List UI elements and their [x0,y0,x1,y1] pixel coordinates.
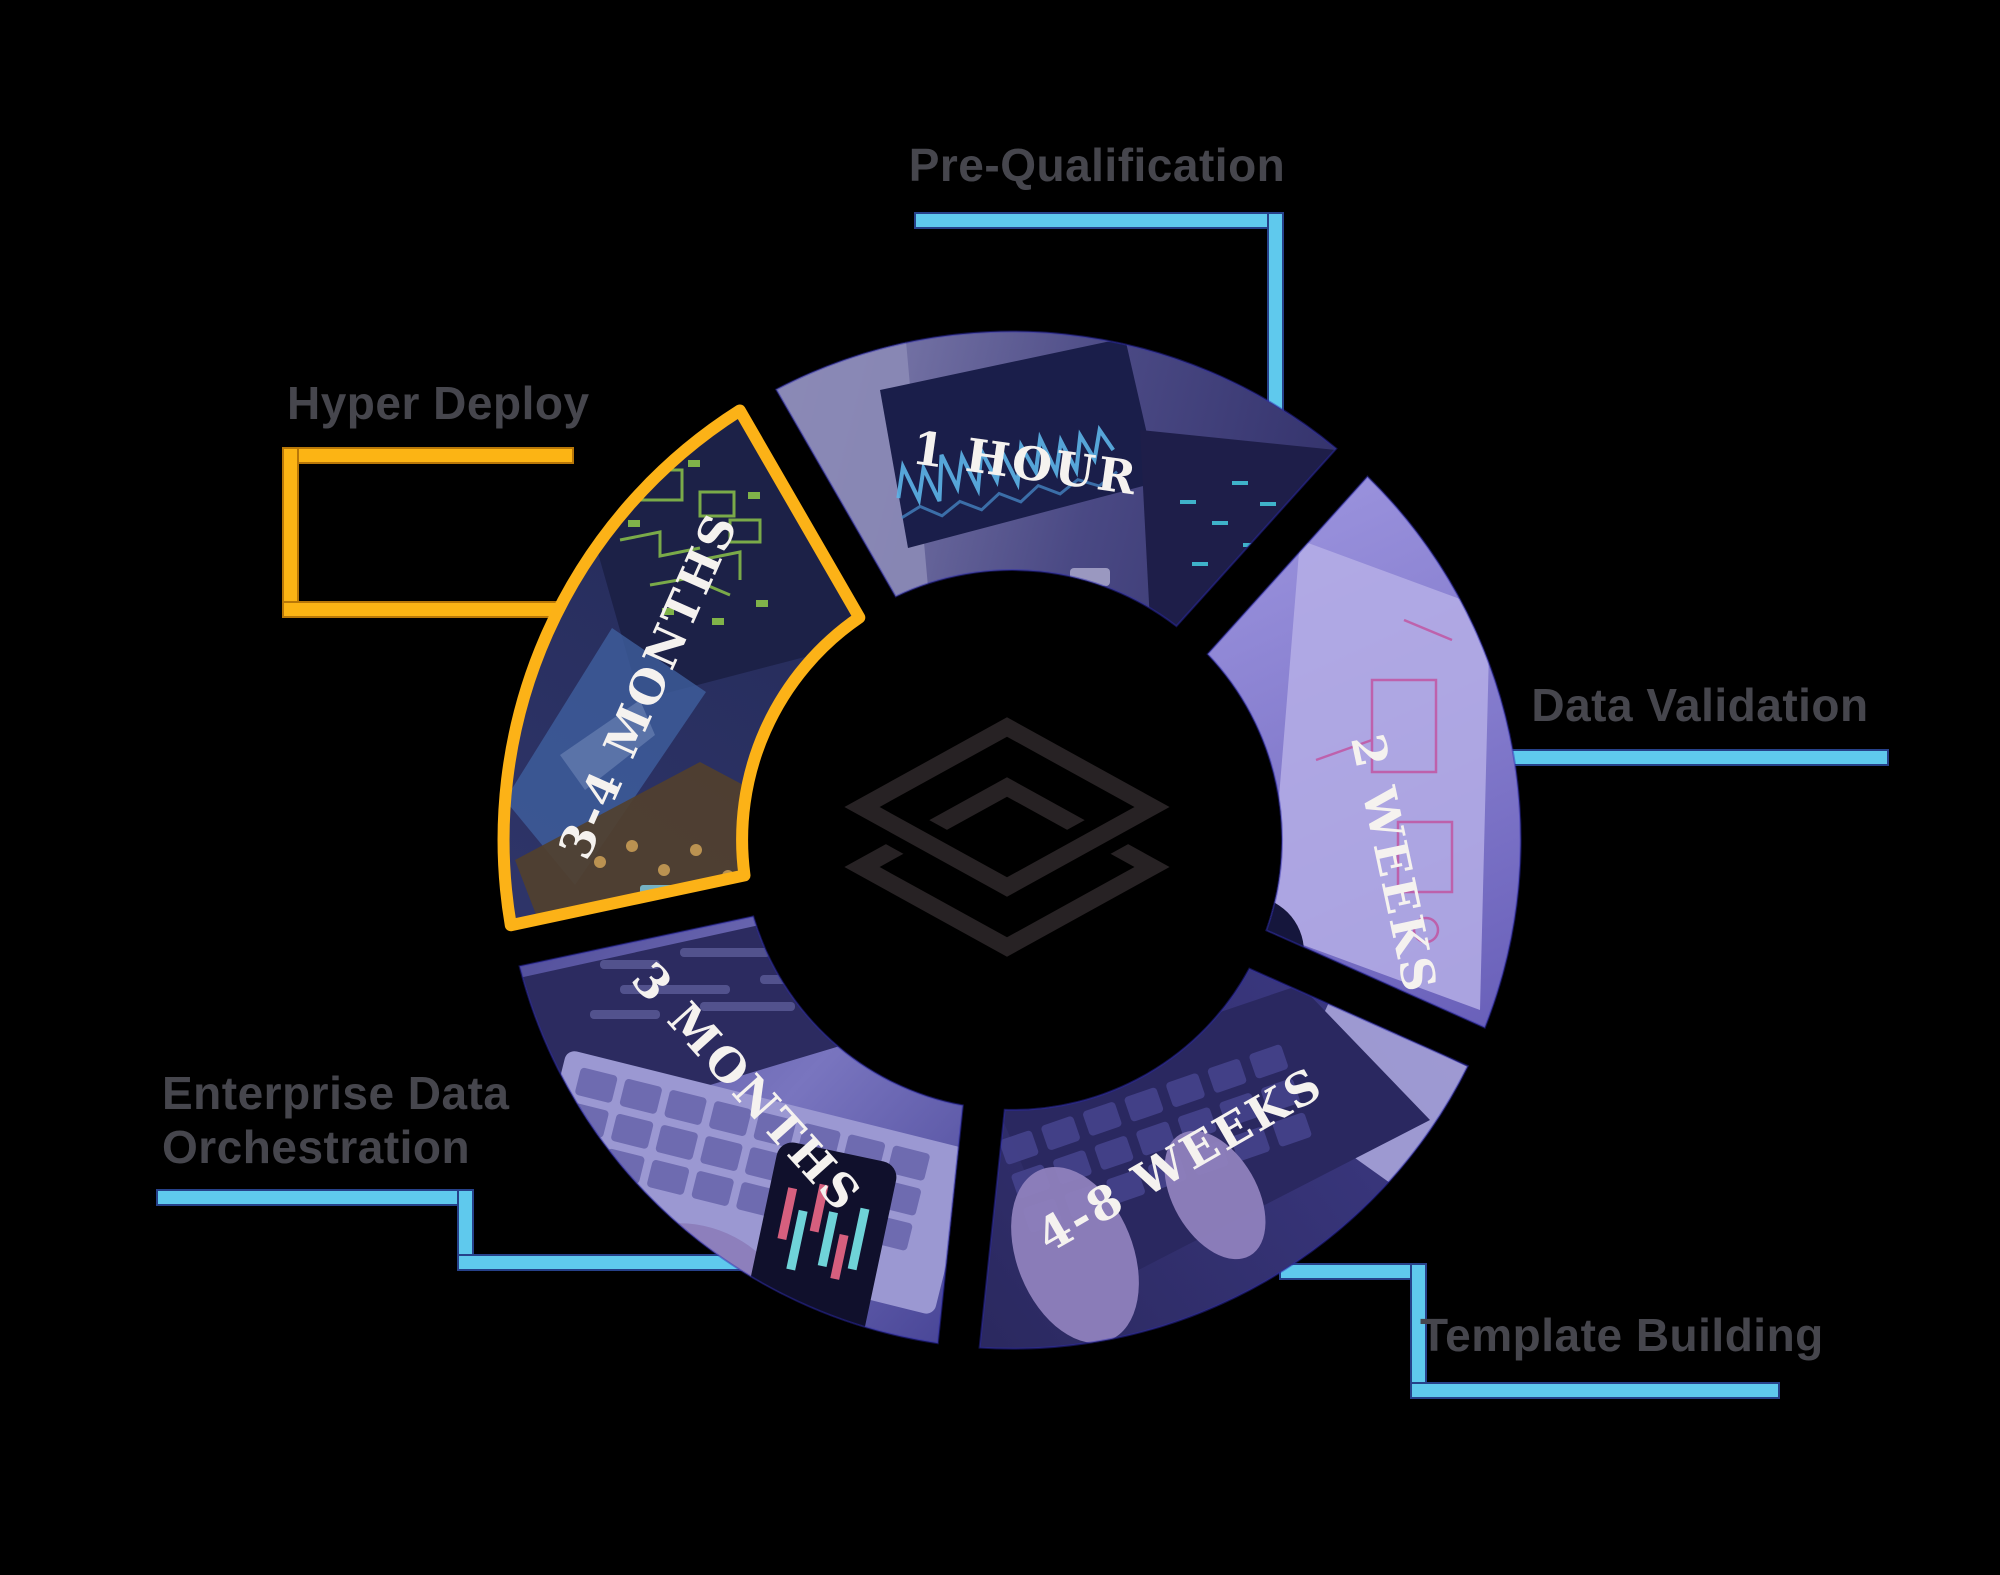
connector-data-validation [1509,749,1889,766]
label-enterprise-data-orchestration: Enterprise Data Orchestration [162,1066,510,1174]
label-enterprise-line1: Enterprise Data [162,1067,510,1119]
connector-hyper-deploy [282,447,574,618]
label-data-validation: Data Validation [1531,679,1869,731]
layers-logo-icon [818,703,1196,957]
connector-pre-qualification [914,212,1284,414]
label-enterprise-line2: Orchestration [162,1121,471,1173]
trading-desk-photo [519,916,963,1344]
connector-template-building [1279,1263,1780,1399]
hyper-deploy-highlight-outline [497,404,866,932]
segment-template-building [978,967,1470,1350]
segment-enterprise-data-orchestration [518,915,964,1345]
label-hyper-deploy: Hyper Deploy [287,377,590,429]
label-template-building: Template Building [1420,1309,1824,1361]
label-pre-qualification: Pre-Qualification [908,139,1286,191]
